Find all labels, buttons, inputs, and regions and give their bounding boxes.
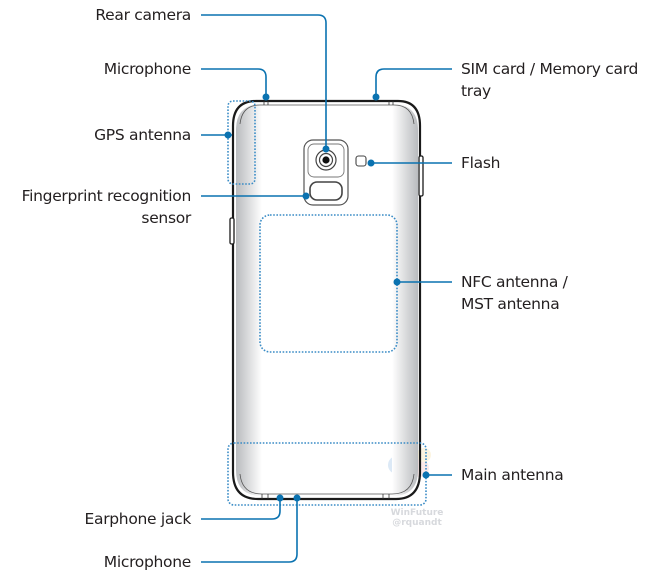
label-rear-camera: Rear camera <box>95 6 191 24</box>
label-fingerprint-line1: Fingerprint recognition <box>21 187 192 205</box>
callout-line-sim <box>375 68 452 97</box>
label-nfc-line1: NFC antenna / <box>461 273 568 291</box>
dot-microphone-top <box>262 93 270 101</box>
label-sim-line1: SIM card / Memory card <box>461 60 639 78</box>
phone-outline <box>231 99 422 501</box>
label-microphone-top: Microphone <box>103 60 192 78</box>
main-antenna-area <box>227 442 427 506</box>
callout-line-earphone <box>201 498 281 520</box>
phone-right-edge <box>392 104 418 496</box>
nfc-antenna-area <box>259 214 398 353</box>
phone-body <box>229 99 424 501</box>
callout-dots <box>224 93 430 502</box>
dot-fingerprint <box>302 192 310 200</box>
fingerprint-sensor <box>309 181 343 201</box>
callout-line-microphone-top <box>201 68 267 97</box>
watermark-line1: WinFuture <box>390 508 444 518</box>
dot-main-antenna <box>422 471 430 479</box>
power-button <box>418 155 424 197</box>
callout-line-microphone-bottom <box>201 498 298 563</box>
label-fingerprint-line2: sensor <box>141 209 191 227</box>
phone-left-edge <box>236 104 262 496</box>
dot-rear-camera <box>322 145 330 153</box>
label-gps-antenna: GPS antenna <box>94 126 191 144</box>
watermark-line2: @rquandt <box>392 518 442 528</box>
dot-sim <box>372 93 380 101</box>
callout-lines <box>201 14 452 563</box>
dot-earphone <box>276 494 284 502</box>
callout-line-rear-camera <box>201 14 327 149</box>
label-sim-line2: tray <box>461 82 491 100</box>
label-nfc-line2: MST antenna <box>461 295 560 313</box>
dot-microphone-bottom <box>293 494 301 502</box>
dot-gps <box>224 131 232 139</box>
label-microphone-bottom: Microphone <box>103 553 192 571</box>
gps-antenna-area <box>227 100 256 185</box>
label-flash: Flash <box>461 154 501 172</box>
label-main-antenna: Main antenna <box>461 466 564 484</box>
volume-button <box>229 217 235 245</box>
dot-flash <box>367 159 375 167</box>
dot-nfc <box>393 278 401 286</box>
flash-unit <box>355 155 367 167</box>
label-earphone-jack: Earphone jack <box>84 510 192 528</box>
